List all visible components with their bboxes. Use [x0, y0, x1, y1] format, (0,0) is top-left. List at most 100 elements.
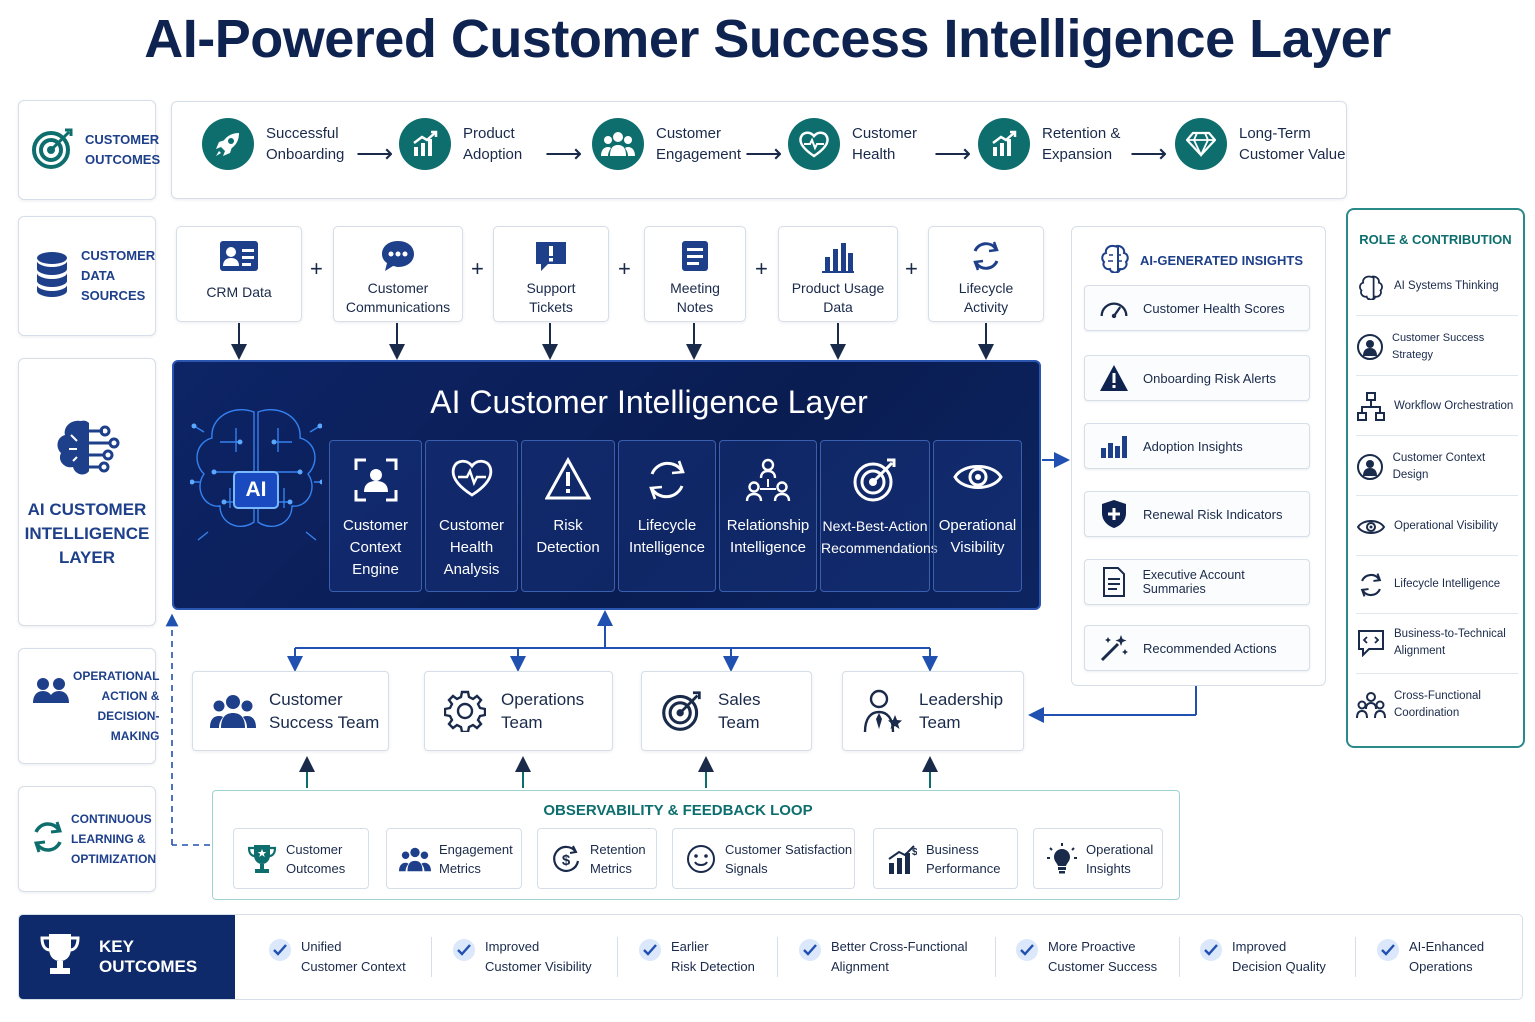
role-label: Operational Visibility [1394, 520, 1498, 532]
database-icon [35, 251, 69, 302]
outcome-label: Customer Health [852, 125, 918, 163]
left-label-text: CONTINUOUS LEARNING & OPTIMIZATION [71, 812, 157, 866]
ai-insights-panel: AI-GENERATED INSIGHTS Customer Health Sc… [1071, 226, 1326, 686]
data-source-label: Meeting Notes [670, 280, 720, 315]
rocket-icon [202, 118, 254, 170]
people-icon [33, 677, 69, 710]
heart-pulse-icon [788, 118, 840, 170]
insight-label: Renewal Risk Indicators [1143, 506, 1283, 522]
trophy-icon [246, 843, 278, 875]
svg-text:$: $ [912, 847, 917, 858]
data-source-label: Support Tickets [526, 280, 576, 315]
insights-title: AI-GENERATED INSIGHTS [1140, 253, 1303, 268]
outcome-label: Retention & Expansion [1042, 125, 1121, 163]
network-people-icon [720, 457, 816, 507]
team-label: Customer Success Team [269, 690, 380, 732]
metric-label: Engagement Metrics [439, 841, 513, 876]
cycle-icon [929, 239, 1043, 275]
role-item: Cross-Functional Coordination [1356, 674, 1518, 736]
arrow-right-icon: ⟶ [356, 138, 394, 168]
plus-icon: + [618, 256, 631, 281]
key-outcome-item: Improved Customer Visibility [453, 937, 592, 977]
bar-chart-icon [779, 239, 897, 275]
role-label: Cross-Functional Coordination [1394, 690, 1481, 719]
plus-icon: + [905, 256, 918, 281]
arrow-right-icon: ⟶ [745, 138, 783, 168]
metric-label: Customer Outcomes [286, 841, 346, 876]
left-label-text: CUSTOMER DATA SOURCES [81, 248, 156, 303]
metric-item: Customer Outcomes [233, 828, 369, 889]
module-label: Lifecycle Intelligence [629, 517, 705, 556]
arrow-right-icon: ⟶ [1130, 138, 1168, 168]
core-title: AI Customer Intelligence Layer [430, 384, 868, 420]
data-source-crm: CRM Data [176, 226, 302, 322]
observability-feedback-loop: OBSERVABILITY & FEEDBACK LOOP Customer O… [212, 790, 1180, 900]
alert-ticket-icon [494, 239, 608, 275]
target-icon [821, 457, 929, 507]
team-icon [1356, 691, 1386, 719]
user-circle-icon [1356, 453, 1385, 481]
lightbulb-icon [1046, 842, 1078, 875]
outcome-step: Product Adoption [399, 118, 522, 170]
check-icon [1016, 939, 1038, 961]
brain-icon [1356, 274, 1386, 300]
left-label-operational: OPERATIONAL ACTION & DECISION-MAKING [18, 648, 159, 764]
chat-code-icon [1356, 629, 1386, 657]
data-source-label: Customer Communications [345, 280, 451, 315]
metric-label: Operational Insights [1086, 841, 1154, 876]
role-item: Lifecycle Intelligence [1356, 556, 1518, 614]
brain-network-icon [51, 415, 123, 490]
cycle-icon [619, 457, 715, 507]
outcome-step: Long-Term Customer Value [1175, 118, 1345, 170]
brain-icon [1100, 243, 1130, 278]
role-contribution-panel: ROLE & CONTRIBUTION AI Systems Thinking … [1346, 208, 1525, 748]
data-source-usage: Product Usage Data [778, 226, 898, 322]
divider [995, 937, 996, 977]
insight-item: Customer Health Scores [1084, 285, 1310, 331]
team-label: Operations Team [501, 690, 585, 732]
leader-icon [859, 689, 907, 733]
check-icon [799, 939, 821, 961]
growth-chart-icon [399, 118, 451, 170]
divider [1355, 937, 1356, 977]
gauge-icon [1099, 297, 1129, 319]
module-risk-detection: Risk Detection [521, 440, 615, 592]
outcome-step: Successful Onboarding [202, 118, 344, 170]
focus-user-icon [330, 457, 421, 507]
key-outcome-label: Better Cross-Functional Alignment [831, 939, 968, 974]
key-outcome-label: Improved Customer Visibility [485, 939, 592, 974]
dollar-cycle-icon: $ [550, 843, 582, 875]
module-label: Risk Detection [536, 517, 600, 556]
heart-pulse-icon [426, 457, 517, 507]
outcome-step: Retention & Expansion [978, 118, 1120, 170]
left-label-customer-outcomes: CUSTOMER OUTCOMES [18, 100, 160, 200]
smile-icon [685, 844, 717, 874]
check-icon [639, 939, 661, 961]
notes-icon [645, 239, 745, 275]
insight-item: Executive Account Summaries [1084, 559, 1310, 605]
module-label: Relationship Intelligence [726, 517, 810, 556]
page-title: AI-Powered Customer Success Intelligence… [144, 9, 1391, 69]
contact-card-icon [177, 239, 301, 275]
warning-icon [1099, 364, 1129, 392]
trophy-icon [39, 931, 81, 984]
role-item: AI Systems Thinking [1356, 258, 1518, 316]
left-label-continuous: CONTINUOUS LEARNING & OPTIMIZATION [18, 786, 156, 892]
role-label: Customer Success Strategy [1392, 331, 1485, 361]
data-source-meeting-notes: Meeting Notes [644, 226, 746, 322]
insight-item: Adoption Insights [1084, 423, 1310, 469]
team-leadership: Leadership Team [842, 671, 1024, 751]
cycle-icon [1356, 571, 1386, 599]
key-outcome-item: Improved Decision Quality [1200, 937, 1326, 977]
divider [431, 937, 432, 977]
metric-item: $ Retention Metrics [537, 828, 657, 889]
module-label: Customer Health Analysis [438, 517, 505, 578]
data-source-tickets: Support Tickets [493, 226, 609, 322]
check-icon [453, 939, 475, 961]
left-label-data-sources: CUSTOMER DATA SOURCES [18, 216, 156, 336]
bar-chart-icon [1099, 434, 1129, 458]
arrow-right-icon: ⟶ [545, 138, 583, 168]
metric-item: $ Business Performance [873, 828, 1018, 889]
key-outcome-item: Better Cross-Functional Alignment [799, 937, 968, 977]
